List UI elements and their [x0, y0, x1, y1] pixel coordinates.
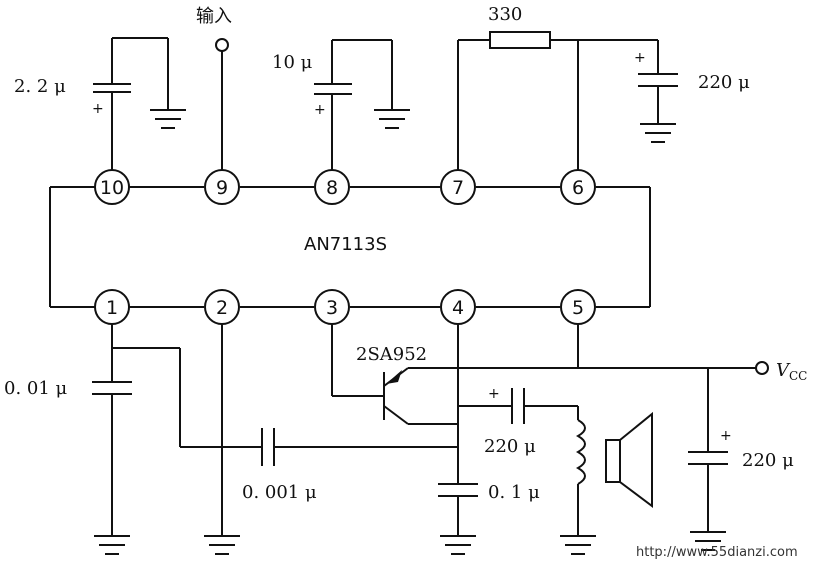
svg-text:+: +	[720, 428, 732, 444]
c-pin8-value: 10 μ	[272, 52, 313, 73]
svg-text:1: 1	[106, 297, 118, 319]
pin-3: 3	[314, 289, 350, 325]
svg-text:2: 2	[216, 297, 228, 319]
input-terminal: 输入	[196, 6, 232, 170]
pin-1: 1	[94, 289, 130, 325]
svg-text:10: 10	[100, 177, 124, 199]
c-pin10-value: 2. 2 μ	[14, 76, 66, 97]
ground-pin1	[94, 535, 130, 555]
capacitor-output: + 220 μ	[458, 386, 578, 457]
ic-label: AN7113S	[304, 234, 387, 255]
transistor-label: 2SA952	[356, 344, 427, 365]
transistor-2sa952: 2SA952	[331, 324, 458, 425]
vcc-label: VCC	[776, 360, 807, 383]
capacitor-pin8: 10 μ +	[272, 39, 393, 170]
vcc-rail: VCC	[408, 324, 807, 383]
capacitor-pin1: 0. 01 μ	[4, 324, 132, 536]
resistor-330: 330	[457, 4, 658, 170]
c-output-value: 220 μ	[484, 436, 536, 457]
c-coupling-value: 0. 001 μ	[242, 482, 317, 503]
svg-text:+: +	[314, 102, 326, 118]
svg-text:5: 5	[572, 297, 584, 319]
ground-pin4	[440, 535, 476, 555]
svg-text:9: 9	[216, 177, 228, 199]
svg-text:7: 7	[452, 177, 464, 199]
pin4-node: 0. 1 μ	[438, 324, 540, 536]
watermark: http://www.55dianzi.com	[636, 545, 798, 560]
svg-text:6: 6	[572, 177, 584, 199]
ground-speaker	[560, 535, 596, 555]
svg-text:+: +	[92, 101, 104, 117]
ic-outline	[49, 186, 651, 308]
input-label: 输入	[196, 6, 232, 27]
capacitor-coupling: 0. 001 μ	[112, 347, 458, 503]
speaker-icon	[575, 406, 653, 536]
capacitor-pin10: 2. 2 μ +	[14, 37, 169, 170]
pin-4: 4	[440, 289, 476, 325]
ground-pin10	[150, 109, 186, 129]
c-supply-value: 220 μ	[742, 450, 794, 471]
pin-8: 8	[314, 169, 350, 205]
capacitor-pin6: + 220 μ	[634, 40, 750, 124]
pin-5: 5	[560, 289, 596, 325]
svg-text:3: 3	[326, 297, 338, 319]
pin2-ground	[204, 324, 240, 555]
pin-10: 10	[94, 169, 130, 205]
pin-2: 2	[204, 289, 240, 325]
r-value: 330	[488, 4, 522, 25]
svg-text:+: +	[488, 386, 500, 402]
pin-7: 7	[440, 169, 476, 205]
svg-text:4: 4	[452, 297, 464, 319]
c-pin6-value: 220 μ	[698, 72, 750, 93]
c-pin4-value: 0. 1 μ	[488, 482, 540, 503]
ground-pin8	[374, 109, 410, 129]
pin-9: 9	[204, 169, 240, 205]
pin-6: 6	[560, 169, 596, 205]
ground-pin6	[640, 123, 676, 143]
capacitor-supply: + 220 μ	[688, 368, 794, 551]
svg-text:+: +	[634, 50, 646, 66]
c-pin1-value: 0. 01 μ	[4, 378, 68, 399]
svg-text:8: 8	[326, 177, 338, 199]
